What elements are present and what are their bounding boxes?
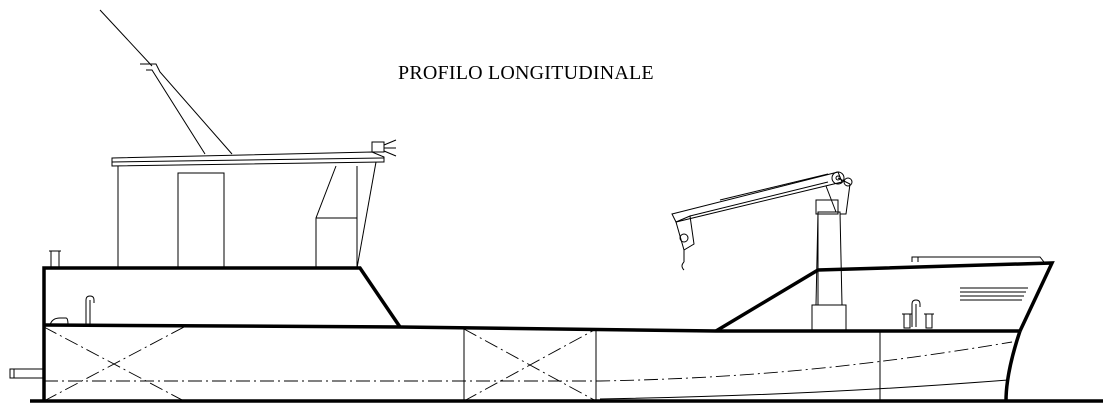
forecastle-outline [715, 261, 1055, 333]
vent-aft [85, 295, 95, 325]
aft-hatch [49, 317, 69, 326]
crane-pedestal [811, 199, 847, 331]
bow-slots [960, 287, 1028, 301]
bow-railing [911, 256, 1045, 263]
main-deck-line [43, 323, 1020, 333]
upper-deck-outline [42, 266, 402, 401]
bulkheads [463, 328, 881, 401]
vent-forward [911, 299, 921, 327]
stern-rudder [9, 368, 44, 379]
crane-boom [671, 171, 853, 271]
drawing-title: PROFILO LONGITUDINALE [398, 62, 654, 84]
waterline [44, 341, 1013, 382]
hull-bottom-line [599, 379, 1009, 400]
searchlight [371, 139, 397, 157]
mast [99, 9, 233, 155]
wheelhouse-roof [111, 151, 385, 167]
wheelhouse [117, 161, 377, 269]
bow-stem [1004, 330, 1022, 402]
bollards [902, 313, 934, 329]
tank-cross-bracing [43, 326, 597, 402]
